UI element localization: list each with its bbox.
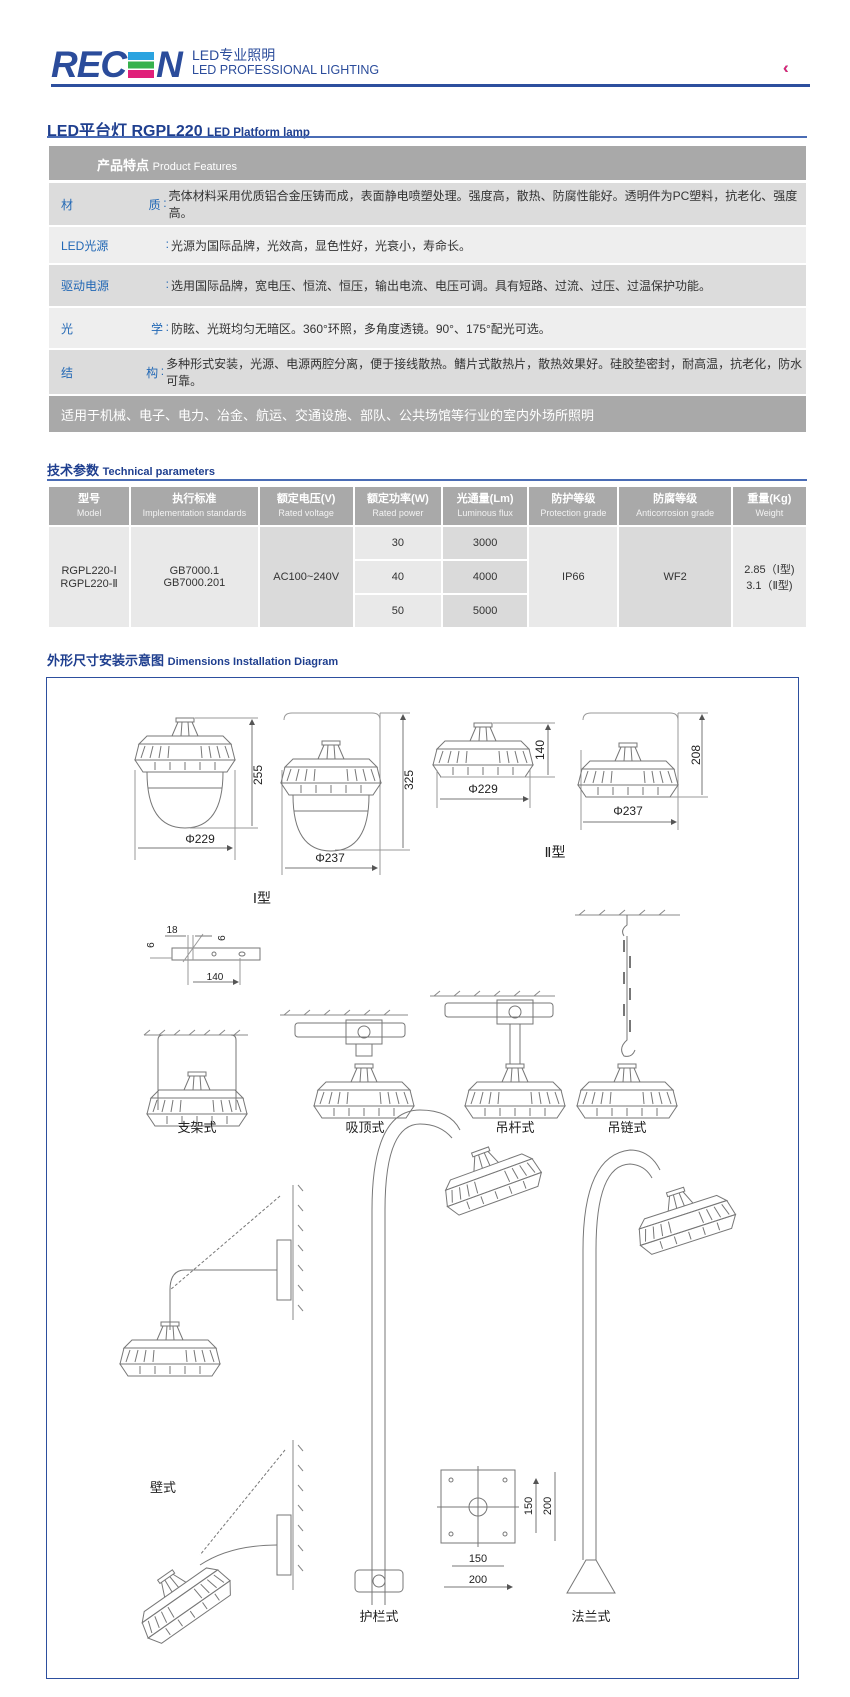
mount-wall-angled-lamp-drawing xyxy=(123,1545,238,1649)
type2-label: Ⅱ型 xyxy=(545,844,566,860)
mount-flange-lamp-drawing xyxy=(626,1174,740,1258)
lamp-dome-drawing xyxy=(292,794,370,852)
tech-divider xyxy=(47,479,807,481)
lamp-type2-drawing xyxy=(432,722,534,778)
cell-flux: 5000 xyxy=(443,595,528,627)
tagline-en: LED PROFESSIONAL LIGHTING xyxy=(192,63,380,77)
mount-label-ceiling: 吸顶式 xyxy=(345,1120,384,1135)
cell-power: 40 xyxy=(354,561,441,593)
feature-row-led: LED光源光源为国际品牌，光效高，显色性好，光衰小，寿命长。 xyxy=(49,227,806,263)
mount-chain-lamp-drawing xyxy=(576,1063,678,1119)
cell-flux: 4000 xyxy=(443,561,528,593)
mount-label-chain: 吊链式 xyxy=(607,1120,646,1135)
logo-tricolor-e xyxy=(128,52,155,78)
mount-ceiling-lamp-drawing xyxy=(313,1063,415,1119)
features-header: 产品特点 Product Features xyxy=(49,146,806,180)
flange-dim-200: 200 xyxy=(469,1574,487,1586)
feature-row-structure: 结构多种形式安装，光源、电源两腔分离，便于接线散热。鳍片式散热片，散热效果好。硅… xyxy=(49,350,806,394)
col-weight: 重量(Kg)Weight xyxy=(732,487,806,525)
mount-label-wall: 壁式 xyxy=(150,1480,176,1495)
title-divider xyxy=(47,136,807,138)
type1-label: Ⅰ型 xyxy=(253,890,271,906)
mount-guardrail-lamp-drawing xyxy=(432,1132,546,1219)
tagline-cn: LED专业照明 xyxy=(192,47,276,63)
lamp-type1-drawing xyxy=(134,717,236,773)
cell-flux: 3000 xyxy=(443,527,528,559)
usage-row: 适用于机械、电子、电力、冶金、航运、交通设施、部队、公共场馆等行业的室内外场所照… xyxy=(49,396,806,432)
col-power: 额定功率(W)Rated power xyxy=(354,487,441,525)
mount-bracket-lamp-drawing xyxy=(146,1071,248,1127)
cell-protection: IP66 xyxy=(529,527,618,627)
lamp-type2-bracket-drawing xyxy=(577,742,679,798)
feature-row-material: 材质壳体材料采用优质铝合金压铸而成，表面静电喷塑处理。强度高，散热、防腐性能好。… xyxy=(49,183,806,225)
mount-label-bracket: 支架式 xyxy=(177,1120,216,1135)
dimensions-diagram-box xyxy=(46,677,799,1679)
bracket-dim-9: 9 xyxy=(144,942,155,948)
lamp-dome-drawing xyxy=(146,771,224,829)
cell-anticorrosion: WF2 xyxy=(619,527,731,627)
dim-h140: 140 xyxy=(533,740,547,760)
cell-weight: 2.85（Ⅰ型)3.1（Ⅱ型) xyxy=(732,527,806,627)
mount-label-guardrail: 护栏式 xyxy=(359,1609,398,1624)
mount-label-pole: 吊杆式 xyxy=(495,1120,534,1135)
lamp-type1-bracket-drawing xyxy=(280,740,382,796)
tech-heading: 技术参数 Technical parameters xyxy=(47,463,215,478)
dim-d237: Φ237 xyxy=(315,851,345,865)
bracket-dim-9b: 9 xyxy=(215,935,226,941)
mount-pole-lamp-drawing xyxy=(464,1063,566,1119)
header-divider xyxy=(51,84,810,87)
mount-label-flange: 法兰式 xyxy=(571,1609,610,1624)
dim-h325: 325 xyxy=(402,770,416,790)
feature-row-optics: 光学防眩、光斑均匀无暗区。360°环照，多角度透镜。90°、175°配光可选。 xyxy=(49,308,806,348)
mount-wall-lamp-drawing xyxy=(119,1321,221,1377)
col-voltage: 额定电压(V)Rated voltage xyxy=(259,487,353,525)
feature-row-driver: 驱动电源选用国际品牌，宽电压、恒流、恒压，输出电流、电压可调。具有短路、过流、过… xyxy=(49,265,806,306)
dim-h255: 255 xyxy=(251,765,265,785)
dim-d229: Φ229 xyxy=(185,832,215,846)
cell-power: 50 xyxy=(354,595,441,627)
bracket-dim-140: 140 xyxy=(207,972,224,983)
col-flux: 光通量(Lm)Luminous flux xyxy=(443,487,528,525)
dim-h208: 208 xyxy=(689,745,703,765)
flange-dim-150-v: 150 xyxy=(523,1497,535,1515)
flange-dim-200-v: 200 xyxy=(542,1497,554,1515)
dim-d237-type2: Φ237 xyxy=(613,804,643,818)
cell-voltage: AC100~240V xyxy=(259,527,353,627)
bracket-dim-18: 18 xyxy=(166,925,178,936)
dim-d229-type2: Φ229 xyxy=(468,782,498,796)
cell-power: 30 xyxy=(354,527,441,559)
dimensions-heading: 外形尺寸安装示意图 Dimensions Installation Diagra… xyxy=(47,653,339,668)
flange-dim-150: 150 xyxy=(469,1553,487,1565)
